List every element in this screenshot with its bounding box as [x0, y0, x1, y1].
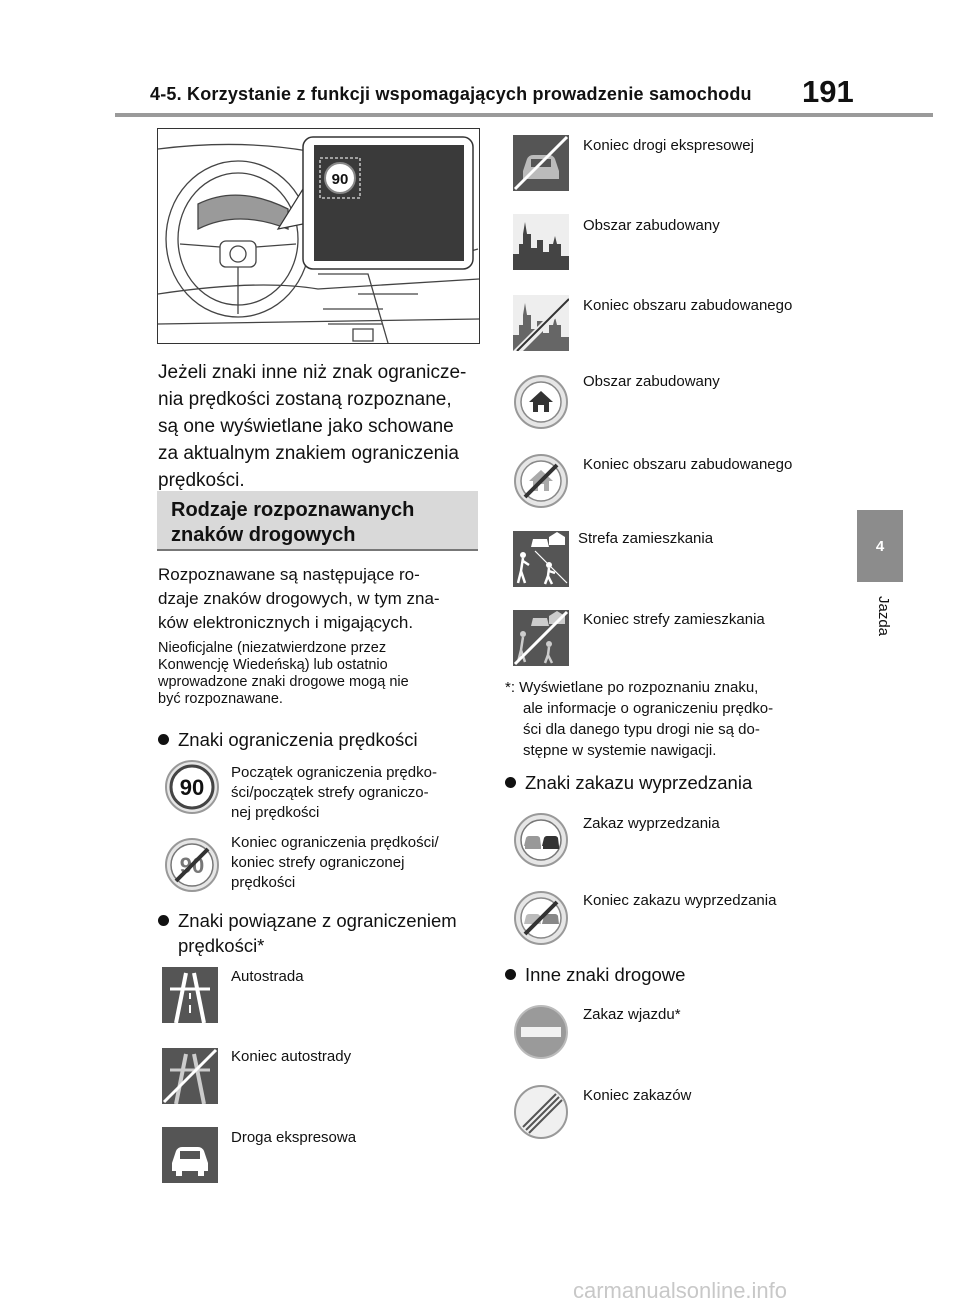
header-rule: [115, 113, 933, 117]
caption-end-built-up-area: Koniec obszaru zabudowanego: [583, 297, 793, 314]
chapter-label: Jazda: [875, 596, 892, 637]
speed-limit-90-sign-icon: 90: [165, 760, 219, 814]
group-title-no-overtaking: Znaki zakazu wyprzedzania: [505, 770, 752, 795]
end-motorway-sign-icon: [162, 1048, 218, 1104]
caption-end-motorway: Koniec autostrady: [231, 1048, 352, 1065]
end-expressway-sign-icon: [513, 135, 569, 191]
built-up-area-round-sign-icon: [514, 375, 568, 429]
end-residential-zone-sign-icon: [513, 610, 569, 666]
caption-built-up-area: Obszar zabudowany: [583, 217, 720, 234]
page-header-title: 4-5. Korzystanie z funkcji wspomagającyc…: [150, 84, 752, 104]
caption-end-expressway: Koniec drogi ekspresowej: [583, 137, 754, 154]
recognized-text: Rozpoznawane są następujące ro- dzaje zn…: [158, 565, 440, 632]
footnote: *: Wyświetlane po rozpoznaniu znaku, ale…: [505, 679, 774, 759]
caption-end-residential-zone: Koniec strefy zamieszkania: [583, 611, 765, 628]
no-overtaking-sign-icon: [514, 813, 568, 867]
residential-zone-sign-icon: [513, 531, 569, 587]
caption-end-built-up-area-round: Koniec obszaru zabudowanego: [583, 456, 793, 473]
end-built-up-area-round-sign-icon: [514, 454, 568, 508]
dashboard-illustration: 90: [157, 128, 480, 344]
caption-built-up-area-round: Obszar zabudowany: [583, 373, 720, 390]
caption-end-of-restrictions: Koniec zakazów: [583, 1087, 692, 1104]
end-no-overtaking-sign-icon: [514, 891, 568, 945]
end-speed-limit-90-sign-icon: 90: [165, 838, 219, 892]
dashboard-drawing: 90: [158, 136, 479, 343]
group-title-other: Inne znaki drogowe: [505, 962, 685, 987]
end-built-up-area-sign-icon: [513, 295, 569, 351]
no-entry-sign-icon: [514, 1005, 568, 1059]
caption-no-overtaking: Zakaz wyprzedzania: [583, 815, 720, 832]
caption-motorway: Autostrada: [231, 968, 304, 985]
caption-residential-zone: Strefa zamieszkania: [578, 530, 714, 547]
end-of-restrictions-sign-icon: [514, 1085, 568, 1139]
caption-speed-limit: Początek ograniczenia prędko- ści/począt…: [231, 764, 437, 821]
svg-text:90: 90: [180, 775, 204, 800]
note-text: Nieoficjalne (niezatwierdzone przez Konw…: [158, 640, 409, 707]
intro-paragraph: Jeżeli znaki inne niż znak ogranicze- ni…: [158, 362, 467, 491]
watermark: carmanualsonline.info: [573, 1278, 788, 1303]
illustration-speed: 90: [332, 171, 349, 188]
expressway-sign-icon: [162, 1127, 218, 1183]
chapter-tab: 4: [857, 510, 903, 582]
page-number: 191: [802, 74, 854, 109]
motorway-sign-icon: [162, 967, 218, 1023]
group-title-speed-limit: Znaki ograniczenia prędkości: [158, 727, 418, 752]
chapter-number: 4: [875, 537, 885, 555]
caption-no-entry: Zakaz wjazdu*: [583, 1006, 681, 1023]
caption-end-speed-limit: Koniec ograniczenia prędkości/ koniec st…: [231, 834, 439, 891]
caption-end-no-overtaking: Koniec zakazu wyprzedzania: [583, 892, 777, 909]
caption-expressway: Droga ekspresowa: [231, 1129, 357, 1146]
built-up-area-sign-icon: [513, 214, 569, 270]
